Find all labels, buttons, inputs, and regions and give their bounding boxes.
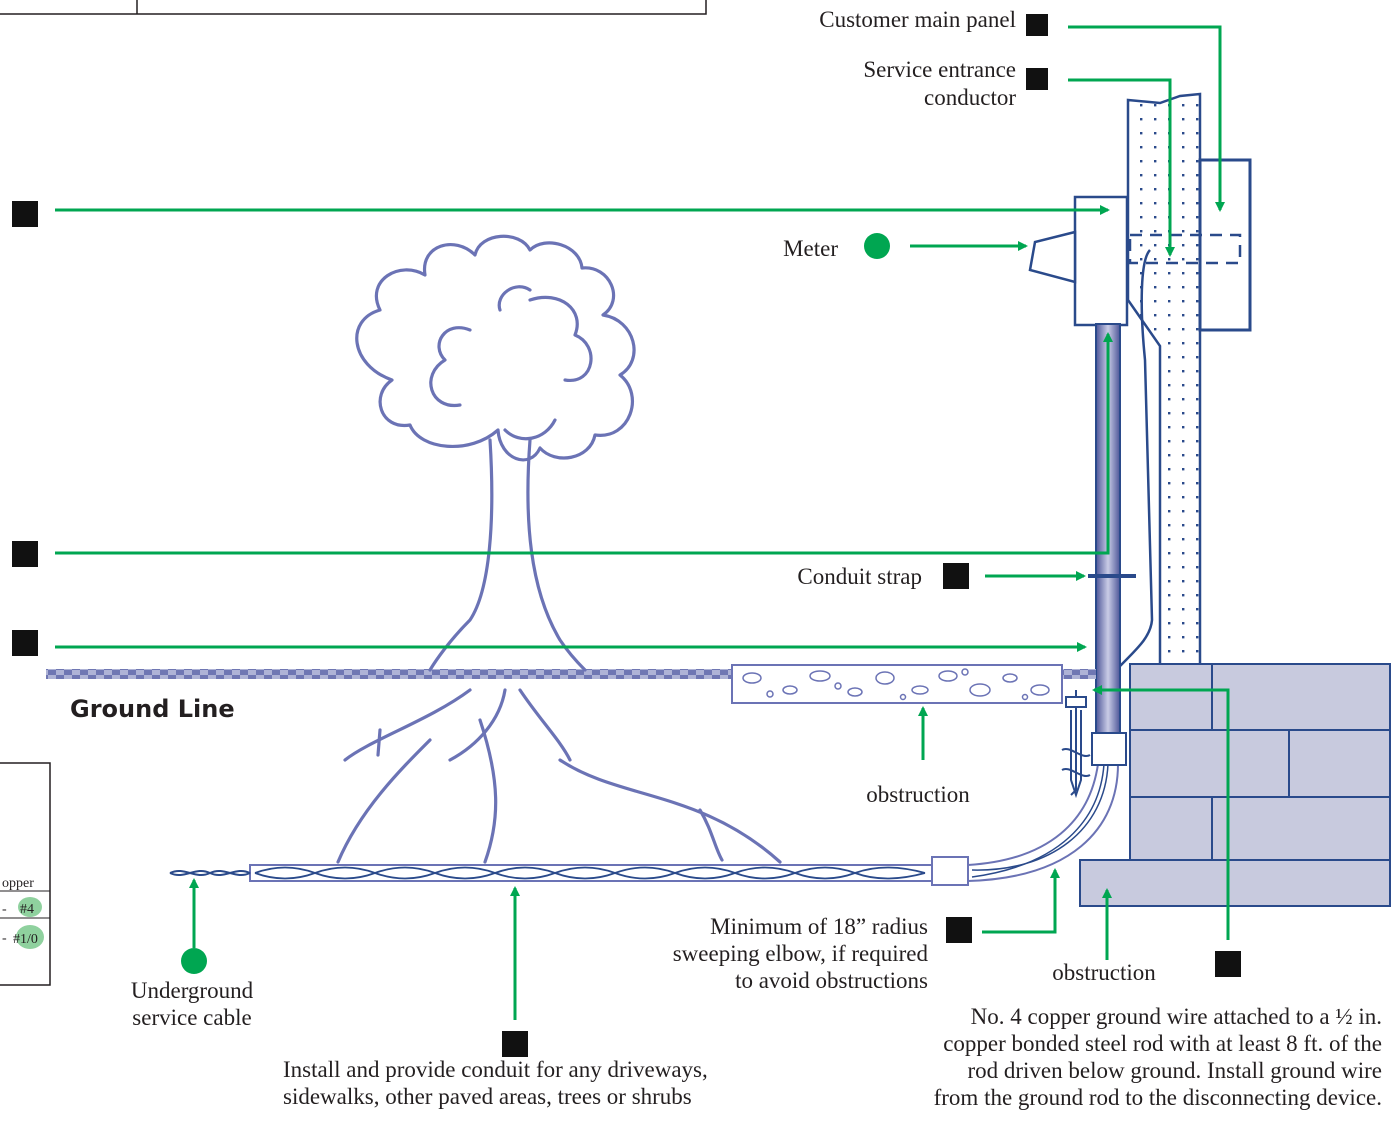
customer-main-panel <box>1198 158 1252 332</box>
label-install-1: Install and provide conduit for any driv… <box>283 1057 708 1082</box>
marker-ground-wire <box>1215 951 1241 977</box>
marker-conduit-strap <box>943 563 969 589</box>
label-ground-wire-2: copper bonded steel rod with at least 8 … <box>943 1031 1382 1056</box>
table-column-header: opper <box>2 876 34 891</box>
label-obstruction-concrete: obstruction <box>866 782 970 807</box>
marker-left-1 <box>12 201 38 227</box>
label-elbow-3: to avoid obstructions <box>735 968 928 993</box>
arrows <box>55 25 1230 1020</box>
table-cell-value-1: #4 <box>20 902 34 917</box>
table-badge-2 <box>16 925 44 949</box>
marker-customer-panel <box>1026 14 1048 36</box>
label-underground-1: Underground <box>131 978 254 1003</box>
label-service-entrance-2: conductor <box>924 85 1016 110</box>
table-badge-1 <box>18 897 42 917</box>
partial-table-top <box>0 0 707 15</box>
marker-left-2 <box>12 541 38 567</box>
tree <box>336 234 782 864</box>
concrete-obstruction <box>731 664 1063 704</box>
marker-install-conduit <box>502 1031 528 1057</box>
label-ground-wire-3: rod driven below ground. Install ground … <box>967 1058 1382 1083</box>
label-ground-wire-4: from the ground rod to the disconnecting… <box>934 1085 1382 1110</box>
label-obstruction-foundation: obstruction <box>1052 960 1156 985</box>
underground-conduit <box>169 732 1127 886</box>
meter <box>1028 195 1129 327</box>
marker-underground-cable <box>181 948 207 974</box>
label-conduit-strap: Conduit strap <box>797 564 922 589</box>
service-conductor-wire <box>1098 249 1154 691</box>
label-elbow-1: Minimum of 18” radius <box>710 914 928 939</box>
ground-rod <box>1061 690 1091 799</box>
panel-inner-dashed <box>1128 233 1242 265</box>
label-underground-2: service cable <box>132 1005 251 1030</box>
building-wall <box>1126 92 1202 668</box>
label-ground-wire-1: No. 4 copper ground wire attached to a ½… <box>971 1004 1382 1029</box>
partial-table-left: opper - #4 - #1/0 <box>0 762 51 986</box>
brick-foundation <box>1079 663 1391 907</box>
svg-text:-: - <box>2 902 7 917</box>
label-meter: Meter <box>783 236 838 261</box>
marker-service-entrance <box>1026 68 1048 90</box>
label-customer-main-panel: Customer main panel <box>819 7 1016 32</box>
callout-markers <box>12 14 1241 1057</box>
label-ground-line: Ground Line <box>70 695 235 723</box>
marker-left-3 <box>12 630 38 656</box>
label-service-entrance-1: Service entrance <box>863 57 1016 82</box>
label-elbow-2: sweeping elbow, if required <box>673 941 929 966</box>
marker-elbow <box>946 917 972 943</box>
ground-line-band <box>46 669 1096 679</box>
svg-text:-: - <box>2 931 7 946</box>
table-cell-value-2: #1/0 <box>13 932 38 947</box>
label-install-2: sidewalks, other paved areas, trees or s… <box>283 1084 692 1109</box>
marker-meter <box>864 233 890 259</box>
